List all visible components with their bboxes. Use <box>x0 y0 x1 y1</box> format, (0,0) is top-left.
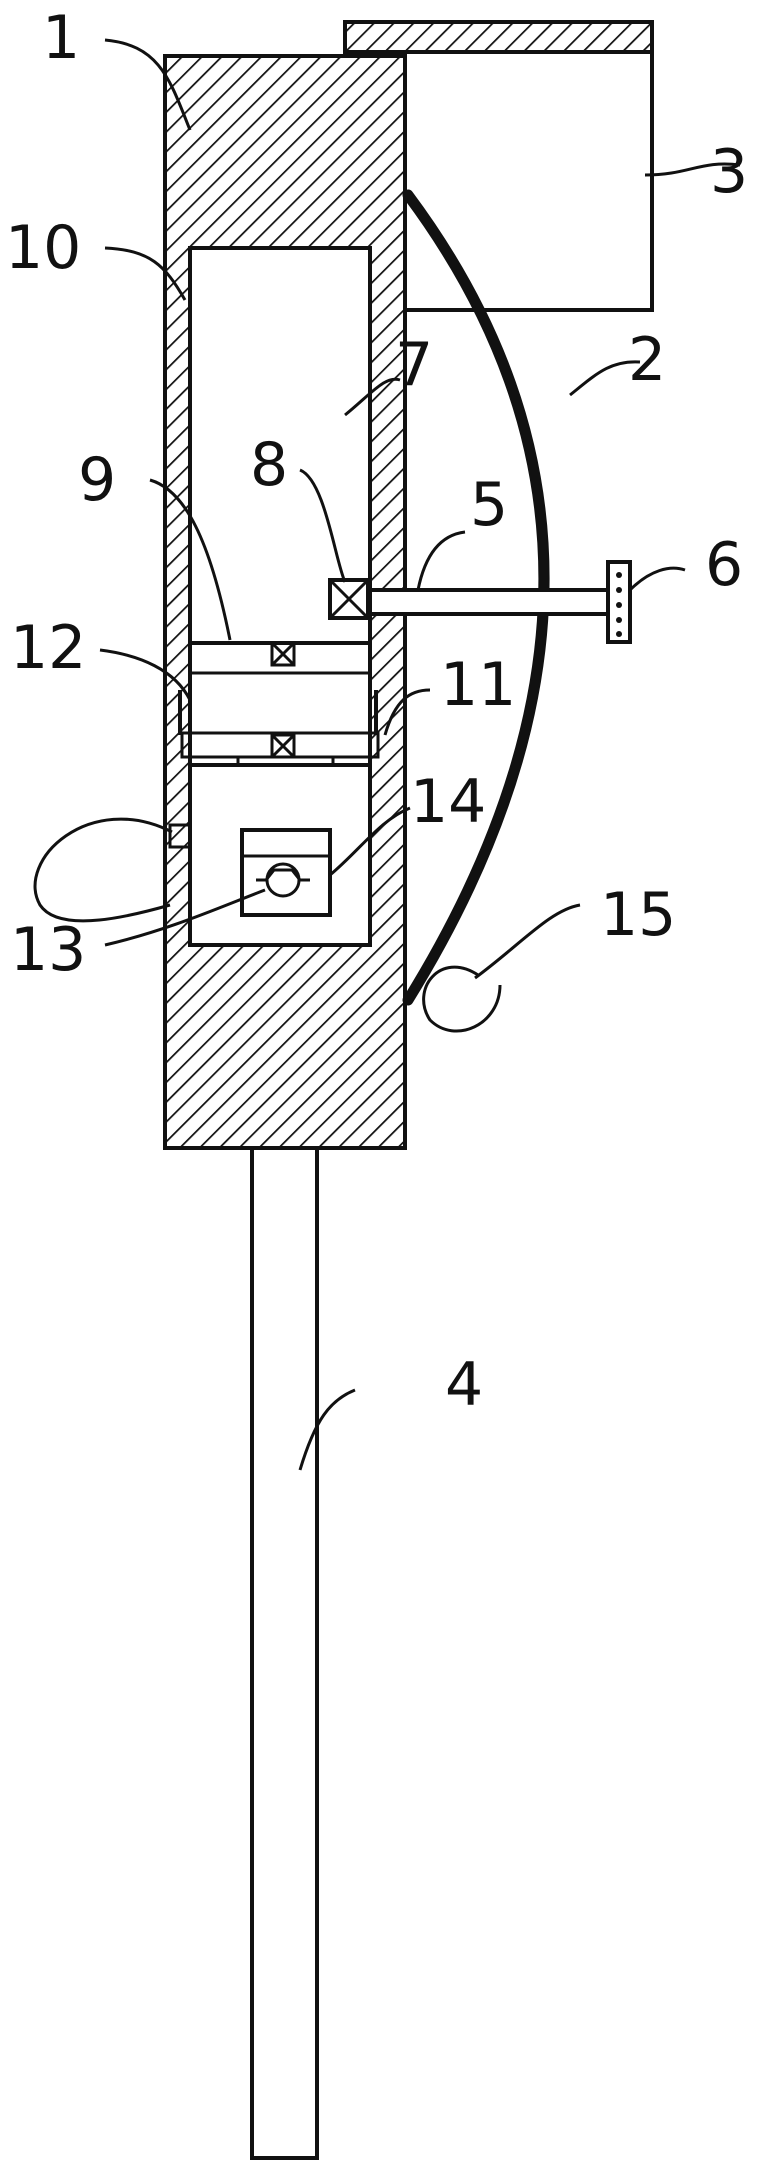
curved-shield <box>402 189 550 1006</box>
top-box <box>343 20 654 312</box>
label-11: 11 <box>440 650 516 720</box>
label-8: 8 <box>250 430 288 500</box>
label-3: 3 <box>710 137 748 207</box>
label-6: 6 <box>705 530 743 600</box>
label-13: 13 <box>10 915 86 985</box>
sensor-block <box>240 828 332 917</box>
label-5: 5 <box>470 470 508 540</box>
label-10: 10 <box>5 213 81 283</box>
label-1: 1 <box>42 3 80 73</box>
side-port <box>168 823 192 849</box>
label-7: 7 <box>395 330 433 400</box>
label-15: 15 <box>600 880 676 950</box>
gear-assembly <box>178 641 380 767</box>
bearing-icon-8 <box>328 578 370 620</box>
label-2: 2 <box>628 325 666 395</box>
reference-labels: 1 3 10 2 7 8 9 5 6 12 11 14 13 15 4 <box>5 3 748 1420</box>
knob-icon-6 <box>606 560 632 644</box>
leader-lines <box>33 38 741 1471</box>
label-14: 14 <box>410 767 486 837</box>
label-12: 12 <box>10 613 86 683</box>
bearing-icon-lower <box>270 733 296 759</box>
label-4: 4 <box>445 1350 483 1420</box>
chamber-10 <box>188 246 372 645</box>
bearing-icon-upper <box>270 641 296 667</box>
handle-rod <box>250 1146 319 2160</box>
label-9: 9 <box>78 445 116 515</box>
shaft-assembly <box>328 560 632 644</box>
